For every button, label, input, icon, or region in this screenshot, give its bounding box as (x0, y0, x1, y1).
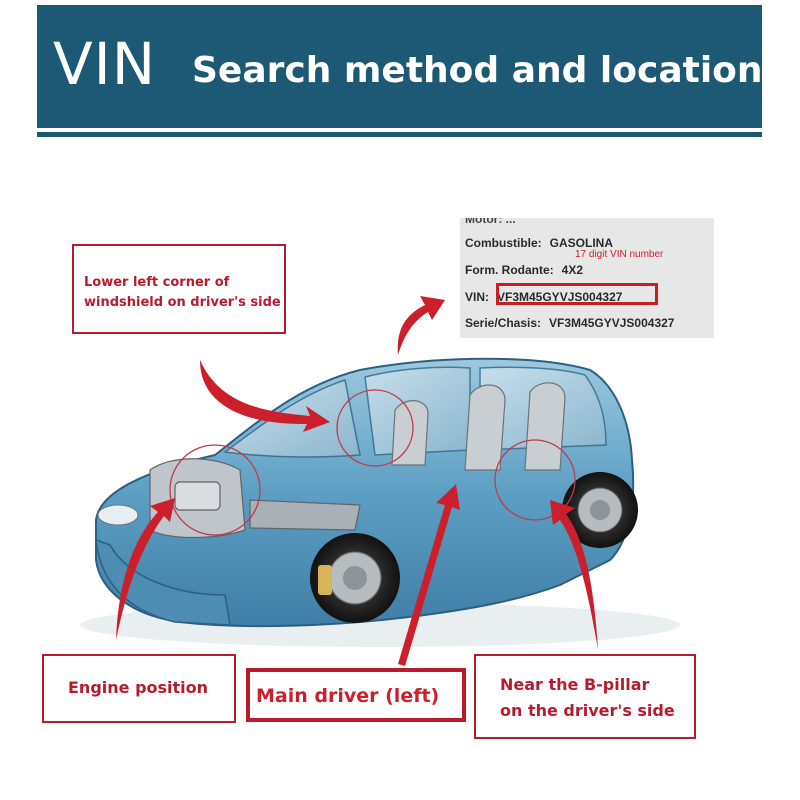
arrow-bpillar (550, 500, 598, 650)
label-windshield-line2: windshield on driver's side (84, 295, 281, 310)
arrow-engine (116, 498, 175, 640)
highlight-engine (169, 444, 261, 536)
interior-seats (391, 382, 566, 471)
highlight-bpillar (494, 439, 576, 521)
arrow-vin-plate (397, 296, 445, 355)
arrow-windshield (200, 360, 330, 432)
header-title-vin: VIN (53, 30, 157, 98)
front-wheel-hub (343, 566, 367, 590)
plate-vin-note: 17 digit VIN number (575, 249, 664, 260)
plate-chassis-label: Serie/Chasis: (465, 316, 542, 330)
brake-caliper (318, 565, 332, 595)
label-windshield: Lower left corner of windshield on drive… (72, 244, 286, 334)
plate-row-vin: VIN: VF3M45GYVJS004327 (465, 290, 622, 304)
engine-bay (149, 458, 361, 539)
label-bpillar-line1: Near the B-pillar (500, 675, 650, 694)
plate-vin-value: VF3M45GYVJS004327 (497, 290, 623, 304)
headlight (97, 504, 139, 526)
header-banner: VIN Search method and location (37, 5, 763, 128)
plate-row-fuel: Combustible: GASOLINA (465, 236, 613, 250)
header-divider (37, 132, 762, 137)
plate-fuel-label: Combustible: (465, 236, 542, 250)
rear-wheel-hub (590, 500, 610, 520)
plate-drive-label: Form. Rodante: (465, 263, 554, 277)
plate-fuel-value: GASOLINA (549, 236, 614, 250)
label-bpillar: Near the B-pillar on the driver's side (474, 654, 696, 739)
label-windshield-line1: Lower left corner of (84, 275, 230, 290)
plate-vin-label: VIN: (465, 290, 489, 304)
header-title-text: Search method and location (192, 50, 763, 91)
label-engine-text: Engine position (68, 678, 209, 697)
plate-drive-value: 4X2 (561, 263, 584, 277)
label-main-driver-text: Main driver (left) (256, 685, 440, 707)
label-main-driver: Main driver (left) (246, 668, 466, 722)
plate-chassis-value: VF3M45GYVJS004327 (549, 316, 675, 330)
label-bpillar-line2: on the driver's side (500, 701, 675, 720)
vin-highlight-box (496, 283, 658, 305)
arrow-driver (398, 484, 460, 666)
vin-plate: Motor: ... Combustible: GASOLINA 17 digit… (460, 218, 714, 338)
plate-partial-row: Motor: ... (465, 218, 516, 226)
highlight-windshield (336, 389, 414, 467)
label-engine: Engine position (42, 654, 236, 723)
plate-row-drive: Form. Rodante: 4X2 (465, 263, 583, 277)
plate-row-chassis: Serie/Chasis: VF3M45GYVJS004327 (465, 316, 674, 330)
